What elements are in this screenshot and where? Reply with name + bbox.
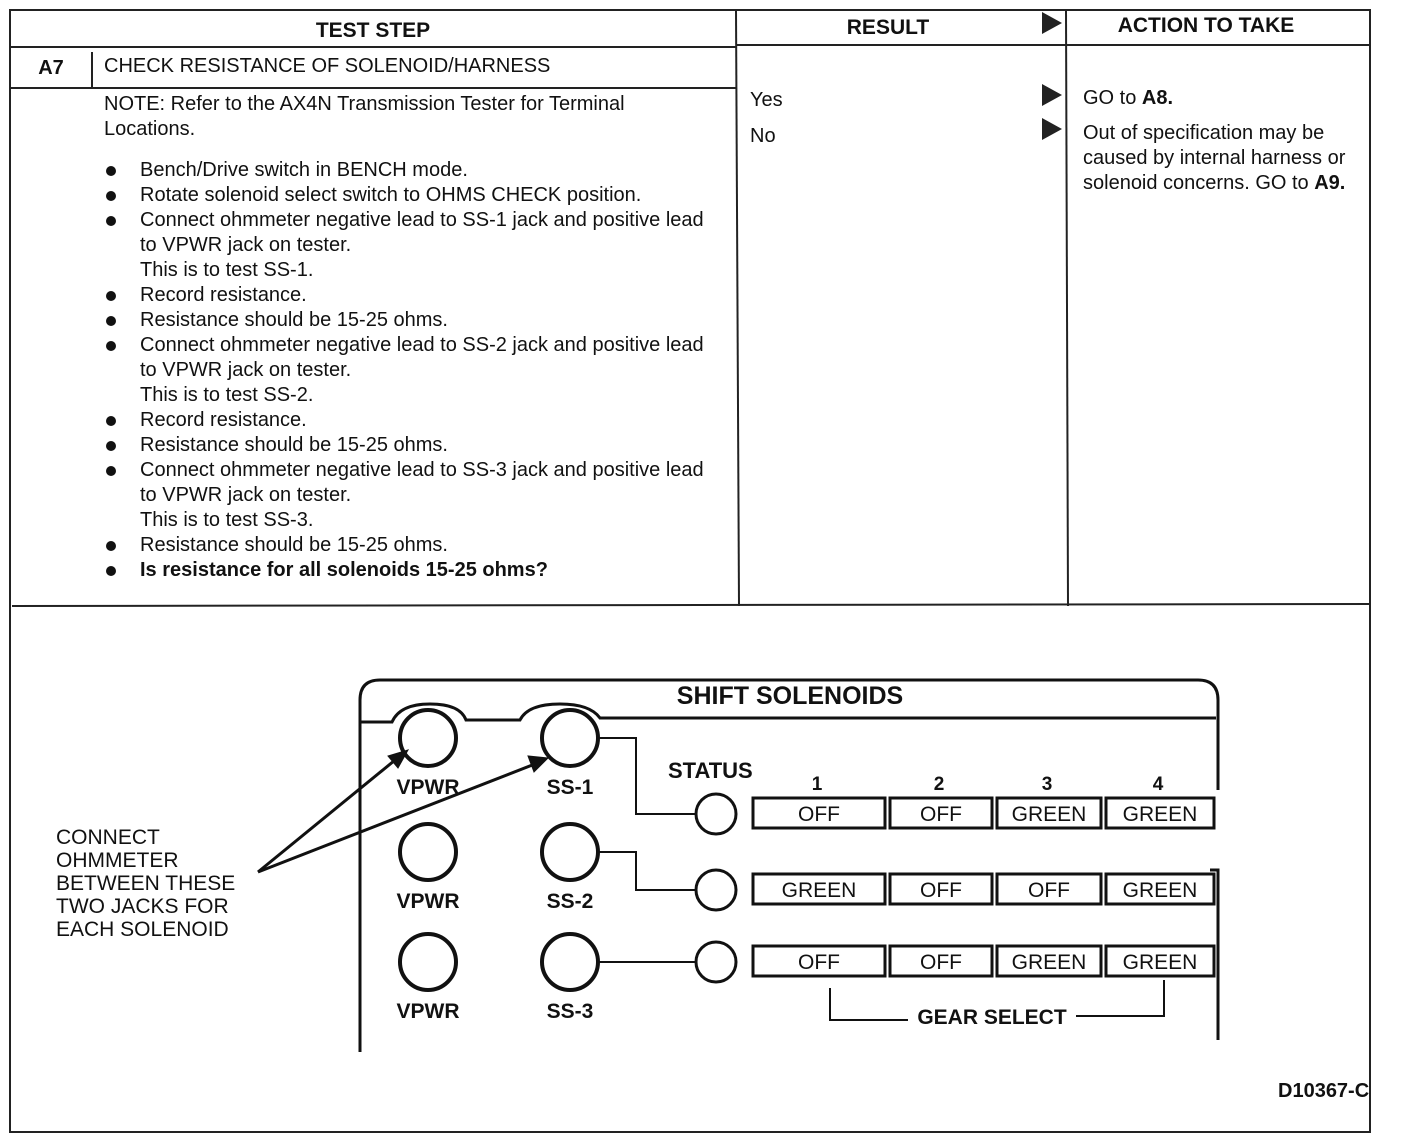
bullet-item: Resistance should be 15-25 ohms. — [100, 533, 720, 558]
gear-box — [995, 796, 1103, 830]
gear-status-value: GREEN — [1012, 951, 1087, 974]
ss-jack — [540, 822, 600, 882]
step-note: NOTE: Refer to the AX4N Transmission Tes… — [104, 93, 625, 140]
gear-select-label: GEAR SELECT — [917, 1006, 1067, 1029]
gear-number: 1 — [812, 774, 823, 795]
callout-arrow-ss1 — [257, 760, 541, 874]
gear-box — [995, 944, 1103, 978]
jack-wire — [598, 737, 696, 815]
bullet-item: Record resistance. — [100, 408, 720, 433]
callout-line: CONNECT — [56, 826, 160, 849]
gear-status-value: OFF — [920, 803, 962, 826]
vpwr-label: VPWR — [397, 1000, 460, 1023]
vpwr-label: VPWR — [397, 890, 460, 913]
gear-status-value: OFF — [920, 951, 962, 974]
ss-jack — [540, 932, 600, 992]
status-led — [694, 940, 738, 984]
ss-jack — [540, 708, 600, 768]
gear-box — [751, 944, 887, 978]
bullet-item: Record resistance. — [100, 283, 720, 308]
result-yes: Yes — [750, 89, 783, 111]
bullet-item: Bench/Drive switch in BENCH mode. — [100, 158, 720, 183]
step-bullets: Bench/Drive switch in BENCH mode.Rotate … — [100, 158, 720, 583]
bullet-item: Resistance should be 15-25 ohms. — [100, 433, 720, 458]
gear-box — [1104, 872, 1216, 906]
gear-box — [888, 872, 994, 906]
status-label: STATUS — [668, 758, 753, 783]
vpwr-jack — [398, 932, 458, 992]
header-action: ACTION TO TAKE — [1117, 14, 1295, 37]
bullet-item: Connect ohmmeter negative lead to SS-1 j… — [100, 208, 720, 283]
gear-status-value: OFF — [798, 803, 840, 826]
bullet-item: Connect ohmmeter negative lead to SS-3 j… — [100, 458, 720, 533]
ss-label: SS-3 — [547, 1000, 594, 1023]
arrowhead-ss1 — [527, 755, 550, 773]
step-title: CHECK RESISTANCE OF SOLENOID/HARNESS — [104, 55, 551, 77]
gear-box — [751, 872, 887, 906]
gear-number: 4 — [1153, 774, 1164, 795]
gear-box — [888, 796, 994, 830]
gear-status-value: GREEN — [782, 879, 857, 902]
status-led — [694, 868, 738, 912]
figure-id: D10367-C — [1278, 1080, 1370, 1102]
callout-line: BETWEEN THESE — [56, 872, 236, 895]
header-test-step: TEST STEP — [315, 19, 431, 42]
gear-box — [1104, 796, 1216, 830]
gear-status-value: GREEN — [1012, 803, 1087, 826]
gear-status-value: GREEN — [1123, 879, 1198, 902]
header-result: RESULT — [846, 16, 930, 39]
bullet-item: Rotate solenoid select switch to OHMS CH… — [100, 183, 720, 208]
ss-label: SS-1 — [547, 776, 594, 799]
bullet-item: Is resistance for all solenoids 15-25 oh… — [100, 558, 720, 583]
gear-status-value: OFF — [920, 879, 962, 902]
vpwr-jack — [398, 822, 458, 882]
callout-line: OHMMETER — [56, 849, 179, 872]
bullet-item: Resistance should be 15-25 ohms. — [100, 308, 720, 333]
gear-number: 2 — [934, 774, 945, 795]
arrowhead-vpwr — [387, 749, 410, 769]
gear-box — [995, 872, 1103, 906]
gear-number: 3 — [1042, 774, 1053, 795]
action-yes: GO to A8. — [1083, 87, 1174, 109]
callout-arrow-vpwr — [257, 754, 401, 874]
gear-select-bracket-right — [1076, 980, 1165, 1017]
callout-line: EACH SOLENOID — [56, 918, 229, 941]
gear-box — [1104, 944, 1216, 978]
gear-box — [751, 796, 887, 830]
gear-status-value: GREEN — [1123, 803, 1198, 826]
jack-wire — [598, 851, 696, 891]
diagram-title: SHIFT SOLENOIDS — [676, 682, 904, 710]
vpwr-label: VPWR — [397, 776, 460, 799]
vpwr-jack — [398, 708, 458, 768]
step-id: A7 — [38, 57, 64, 79]
action-no: Out of specification may be caused by in… — [1083, 122, 1346, 194]
gear-status-value: OFF — [1028, 879, 1070, 902]
gear-box — [888, 944, 994, 978]
ss-label: SS-2 — [547, 890, 594, 913]
gear-status-value: GREEN — [1123, 951, 1198, 974]
bullet-item: Connect ohmmeter negative lead to SS-2 j… — [100, 333, 720, 408]
status-led — [694, 792, 738, 836]
result-no: No — [750, 125, 776, 147]
gear-select-bracket-left — [829, 988, 908, 1021]
gear-status-value: OFF — [798, 951, 840, 974]
callout-line: TWO JACKS FOR — [56, 895, 229, 918]
